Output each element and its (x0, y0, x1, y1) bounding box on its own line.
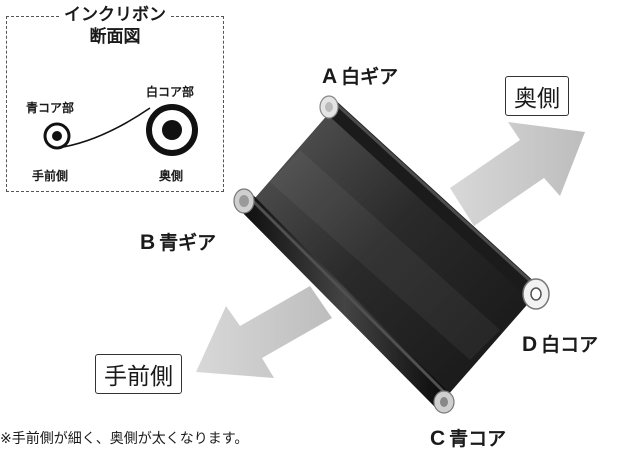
label-b-text: 青ギア (159, 232, 217, 254)
back-arrow (450, 122, 585, 226)
white-core-d (522, 278, 550, 310)
white-gear-a (319, 95, 339, 119)
blue-core-c (433, 390, 455, 414)
front-arrow (196, 286, 332, 378)
cross-section-diagram (43, 104, 198, 156)
white-core-part-label: 白コア部 (146, 85, 195, 99)
label-b-letter: B (140, 231, 156, 254)
blue-core-part-label: 青コア部 (26, 101, 75, 115)
front-side-box: 手前側 (95, 354, 182, 394)
footnote: ※手前側が細く、奥側が太くなります。 (0, 431, 249, 447)
small-roll-core (52, 131, 62, 141)
label-a-text: 白ギア (341, 66, 399, 88)
blue-gear-b (233, 188, 255, 214)
label-d-letter: D (522, 333, 538, 356)
label-a-letter: A (322, 65, 338, 88)
cross-section-title-line1: インクリボン (64, 5, 166, 25)
back-side-small-label: 奥側 (159, 169, 184, 183)
ribbon-film (248, 112, 540, 404)
label-c-letter: C (430, 427, 446, 450)
cross-section-title-line2: 断面図 (89, 27, 141, 47)
blue-roll (238, 194, 452, 410)
label-d-text: 白コア (541, 334, 599, 356)
front-side-small-label: 手前側 (32, 169, 69, 183)
label-c-text: 青コア (449, 428, 507, 450)
cross-section-title: インクリボン 断面図 (60, 4, 170, 48)
large-roll-core (162, 120, 182, 140)
white-roll (322, 98, 544, 302)
back-side-box: 奥側 (505, 76, 569, 116)
